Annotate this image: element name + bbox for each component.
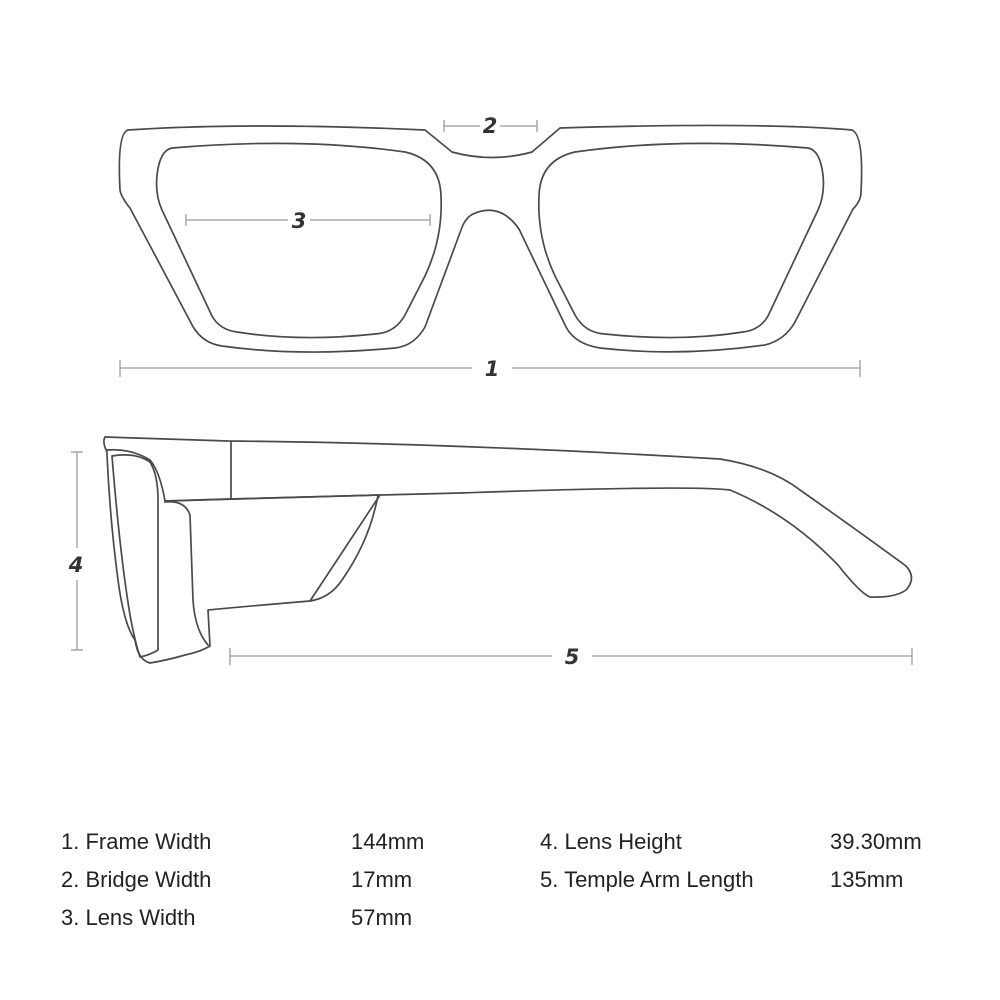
temple-arm-outline bbox=[104, 436, 913, 598]
glasses-diagram: 2 3 1 4 5 bbox=[68, 114, 913, 669]
frame-outline bbox=[118, 124, 863, 353]
lens-height-label: 4 bbox=[68, 553, 84, 577]
left-lens bbox=[155, 142, 443, 339]
front-profile-outline bbox=[103, 436, 381, 664]
temple-arm-length-label: 5 bbox=[565, 645, 580, 669]
frame-width-spec-label: 1. Frame Width bbox=[61, 829, 212, 854]
right-lens bbox=[537, 142, 825, 339]
lens-width-spec-label: 3. Lens Width bbox=[61, 905, 196, 930]
lens-profile-inner bbox=[164, 500, 209, 646]
frame-width-label: 1 bbox=[485, 357, 500, 381]
lens-width-spec-value: 57mm bbox=[351, 905, 413, 930]
side-shield-curve bbox=[309, 494, 379, 602]
lens-profile bbox=[111, 454, 159, 658]
bridge-width-spec-label: 2. Bridge Width bbox=[61, 867, 212, 892]
side-view bbox=[103, 436, 913, 664]
front-view bbox=[118, 124, 863, 353]
lens-width-dimension: 3 bbox=[185, 209, 431, 233]
spec-table: 1. Frame Width 144mm 2. Bridge Width 17m… bbox=[0, 820, 1000, 960]
bridge-width-spec-value: 17mm bbox=[351, 867, 413, 892]
bridge-width-dimension: 2 bbox=[443, 114, 538, 138]
frame-width-dimension: 1 bbox=[119, 357, 861, 381]
temple-arm-length-dimension: 5 bbox=[229, 645, 913, 669]
lens-height-spec-label: 4. Lens Height bbox=[540, 829, 682, 854]
lens-height-dimension: 4 bbox=[68, 451, 84, 651]
frame-width-spec-value: 144mm bbox=[351, 829, 425, 854]
temple-arm-length-spec-label: 5. Temple Arm Length bbox=[540, 867, 754, 892]
lens-height-spec-value: 39.30mm bbox=[830, 829, 922, 854]
temple-arm-length-spec-value: 135mm bbox=[830, 867, 904, 892]
lens-width-label: 3 bbox=[292, 209, 307, 233]
bridge-width-label: 2 bbox=[483, 114, 498, 138]
